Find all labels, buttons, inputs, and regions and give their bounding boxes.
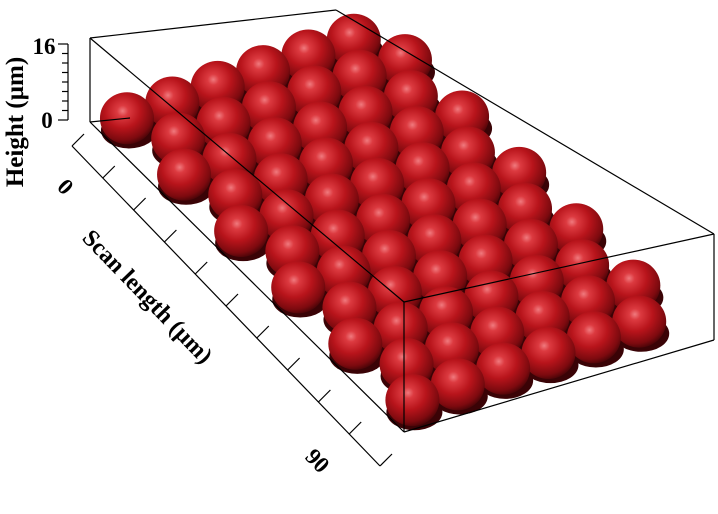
y-tick xyxy=(379,453,393,467)
lens-1-10 xyxy=(430,358,488,415)
lens-3-10 xyxy=(521,326,579,384)
lens-0-10 xyxy=(385,374,443,431)
y-tick xyxy=(163,229,177,243)
lens-dome xyxy=(214,204,269,257)
y-tick-label-start: 0 xyxy=(52,174,78,200)
lens-0-6 xyxy=(271,261,329,318)
lens-dome xyxy=(521,326,576,379)
z-tick-label-top: 16 xyxy=(33,34,56,59)
lens-dome xyxy=(385,374,440,427)
lens-0-8 xyxy=(328,317,386,374)
lens-5-10 xyxy=(612,295,670,352)
y-tick xyxy=(194,261,208,275)
lens-dome xyxy=(566,311,621,364)
lens-4-10 xyxy=(566,311,624,368)
y-tick xyxy=(71,133,85,147)
z-axis xyxy=(58,43,69,121)
lens-dome xyxy=(476,342,531,395)
y-tick-label-end: 90 xyxy=(300,444,334,478)
lens-dome xyxy=(328,317,383,370)
lens-0-4 xyxy=(214,204,272,262)
lens-dome xyxy=(271,261,326,314)
y-tick xyxy=(225,293,239,307)
y-tick xyxy=(256,325,270,339)
y-tick xyxy=(287,357,301,371)
z-axis-label: Height (µm) xyxy=(2,57,29,187)
lens-dome xyxy=(157,148,212,201)
y-tick xyxy=(317,389,331,403)
bounding-box xyxy=(89,9,715,433)
y-tick xyxy=(133,197,147,211)
lens-2-10 xyxy=(476,342,534,399)
lens-array xyxy=(99,13,670,431)
y-tick xyxy=(348,421,362,435)
y-axis-label: Scan length (µm) xyxy=(77,225,217,369)
lens-dome xyxy=(612,295,667,348)
y-axis xyxy=(71,133,393,467)
lens-0-2 xyxy=(157,148,215,205)
y-tick xyxy=(102,165,116,179)
z-tick-label-bottom: 0 xyxy=(41,108,53,133)
lens-dome xyxy=(430,358,485,411)
